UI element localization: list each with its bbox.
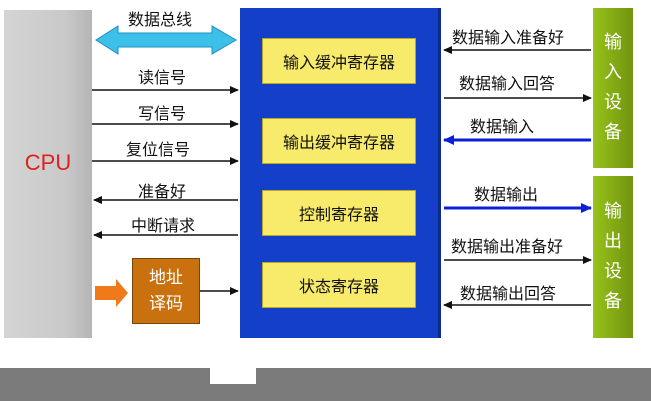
- ready-label: 准备好: [138, 182, 187, 201]
- output-ack-label: 数据输出回答: [460, 284, 557, 303]
- output-device: 输 出 设 备: [593, 176, 633, 338]
- write-signal-label: 写信号: [138, 104, 187, 123]
- input-ack-label: 数据输入回答: [459, 74, 556, 93]
- read-signal-label: 读信号: [138, 68, 187, 87]
- cpu-label: CPU: [24, 150, 72, 175]
- input-ready-label: 数据输入准备好: [452, 28, 565, 47]
- output-device-char: 设: [604, 261, 622, 282]
- output-device-char: 备: [604, 291, 622, 312]
- cpu-block: CPU: [4, 10, 92, 338]
- address-decoder-line1: 地址: [149, 268, 183, 288]
- input-buffer-register: 输入缓冲寄存器: [262, 38, 416, 84]
- address-decoder: 地址 译码: [132, 258, 200, 324]
- status-register: 状态寄存器: [262, 262, 416, 308]
- decoder-input-arrow: [95, 279, 128, 307]
- input-device-char: 入: [604, 62, 622, 83]
- interrupt-request-label: 中断请求: [131, 216, 196, 235]
- input-device-char: 设: [604, 92, 622, 113]
- input-device-char: 输: [604, 32, 622, 53]
- output-buffer-register: 输出缓冲寄存器: [262, 118, 416, 164]
- control-register: 控制寄存器: [262, 190, 416, 236]
- data-output-label: 数据输出: [474, 185, 539, 204]
- input-device: 输 入 设 备: [593, 8, 633, 168]
- output-device-char: 出: [604, 231, 622, 252]
- data-input-label: 数据输入: [470, 117, 535, 136]
- address-decoder-line2: 译码: [149, 294, 183, 314]
- data-bus-arrow: [95, 25, 237, 55]
- input-device-char: 备: [604, 122, 622, 143]
- reset-signal-label: 复位信号: [126, 140, 191, 159]
- footer-bar: [0, 368, 651, 401]
- data-bus-label: 数据总线: [128, 10, 193, 29]
- output-ready-label: 数据输出准备好: [451, 237, 564, 256]
- output-device-char: 输: [604, 201, 622, 222]
- footer-gap: [210, 368, 256, 384]
